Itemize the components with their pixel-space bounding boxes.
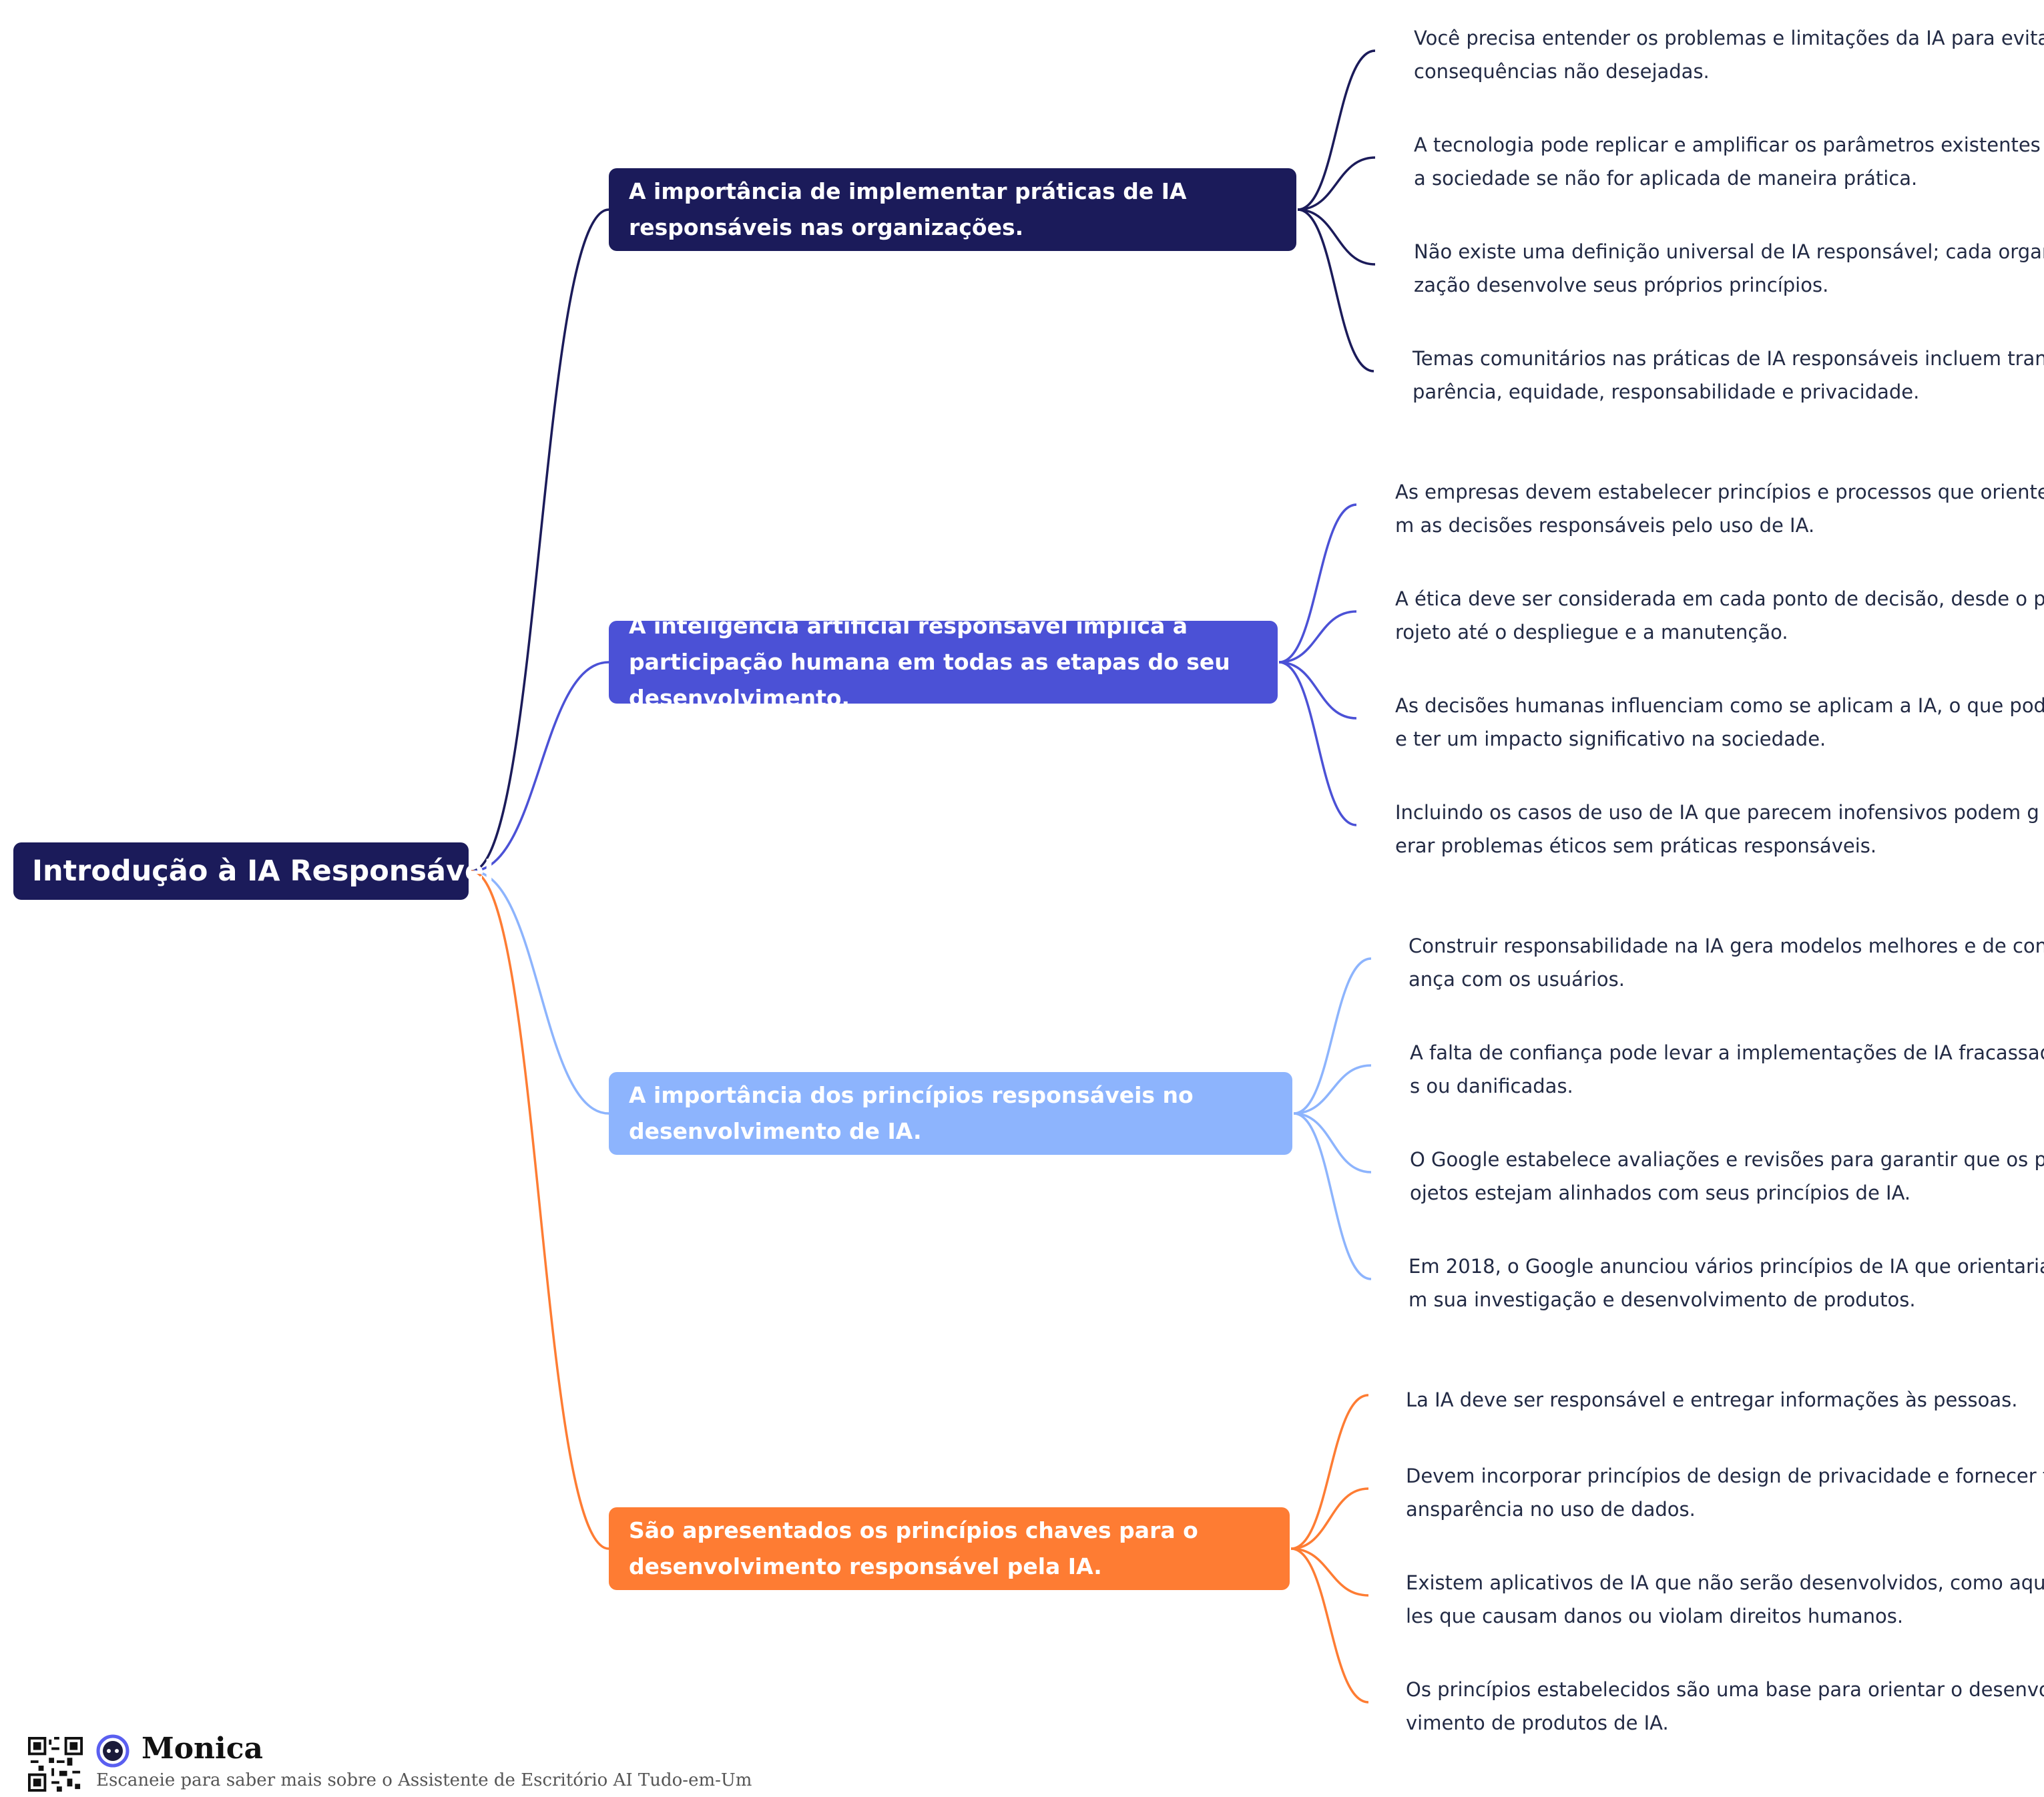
leaf-node: As empresas devem estabelecer princípios… xyxy=(1395,481,2044,537)
leaf-node: A tecnologia pode replicar e amplificar … xyxy=(1414,134,2044,190)
branch-node-principles-importance[interactable]: A importância dos princípios responsávei… xyxy=(609,1072,1292,1155)
leaf-node: La IA deve ser responsável e entregar in… xyxy=(1406,1388,2018,1411)
branch-leaf-connector xyxy=(1293,1064,1372,1115)
leaf-node: Não existe uma definição universal de IA… xyxy=(1414,240,2044,296)
root-branch-connector xyxy=(471,208,609,872)
branch-leaf-connector xyxy=(1278,610,1357,664)
leaf-node: Em 2018, o Google anunciou vários princí… xyxy=(1409,1255,2044,1311)
branch-leaf-connector xyxy=(1297,208,1374,372)
monica-logo-icon xyxy=(96,1734,130,1768)
branch-leaf-connector xyxy=(1297,49,1376,211)
branch-node-practices[interactable]: A importância de implementar práticas de… xyxy=(609,168,1296,251)
leaf-node: As decisões humanas influenciam como se … xyxy=(1395,694,2044,750)
qr-code-icon[interactable] xyxy=(28,1737,83,1792)
branch-leaf-connector xyxy=(1290,1547,1369,1597)
leaf-node: Existem aplicativos de IA que não serão … xyxy=(1406,1571,2044,1627)
root-branch-connector xyxy=(471,870,609,1115)
root-label: Introdução à IA Responsável xyxy=(32,854,494,888)
leaf-node: Devem incorporar princípios de design de… xyxy=(1406,1465,2044,1521)
leaf-node: A ética deve ser considerada em cada pon… xyxy=(1395,587,2044,644)
branch-leaf-connector xyxy=(1290,1487,1369,1550)
root-branch-connector xyxy=(471,661,609,872)
branch-leaf-connector xyxy=(1293,1112,1372,1174)
footer-tagline: Escaneie para saber mais sobre o Assiste… xyxy=(96,1770,752,1790)
branch-node-key-principles[interactable]: São apresentados os princípios chaves pa… xyxy=(609,1507,1290,1590)
root-branch-connector xyxy=(471,870,609,1550)
branch-leaf-connector xyxy=(1278,661,1357,826)
branch-leaf-connector xyxy=(1290,1547,1369,1704)
branch-leaf-connector xyxy=(1278,503,1357,664)
branch-leaf-connector xyxy=(1297,208,1376,266)
leaf-node: Os princípios estabelecidos são uma base… xyxy=(1406,1678,2044,1734)
branch-label: A importância de implementar práticas de… xyxy=(629,178,1187,240)
leaf-node: Incluindo os casos de uso de IA que pare… xyxy=(1395,801,2039,857)
branch-leaf-connector xyxy=(1297,156,1376,211)
branch-label: São apresentados os princípios chaves pa… xyxy=(629,1517,1198,1579)
leaf-node: A falta de confiança pode levar a implem… xyxy=(1410,1041,2044,1097)
leaf-node: Você precisa entender os problemas e lim… xyxy=(1414,27,2044,83)
branch-leaf-connector xyxy=(1278,661,1357,720)
branch-leaf-connector xyxy=(1290,1394,1369,1550)
branch-leaf-connector xyxy=(1293,1112,1372,1280)
leaf-node: O Google estabelece avaliações e revisõe… xyxy=(1410,1148,2044,1204)
branch-label: A inteligência artificial responsável im… xyxy=(629,613,1230,711)
brand-name: Monica xyxy=(142,1732,264,1766)
branch-leaf-connector xyxy=(1293,957,1372,1115)
root-node[interactable]: Introdução à IA Responsável xyxy=(13,842,494,900)
leaf-node: Construir responsabilidade na IA gera mo… xyxy=(1409,935,2044,991)
branch-node-human-participation[interactable]: A inteligência artificial responsável im… xyxy=(609,613,1278,711)
leaf-node: Temas comunitários nas práticas de IA re… xyxy=(1413,347,2044,403)
branch-label: A importância dos princípios responsávei… xyxy=(629,1082,1194,1144)
